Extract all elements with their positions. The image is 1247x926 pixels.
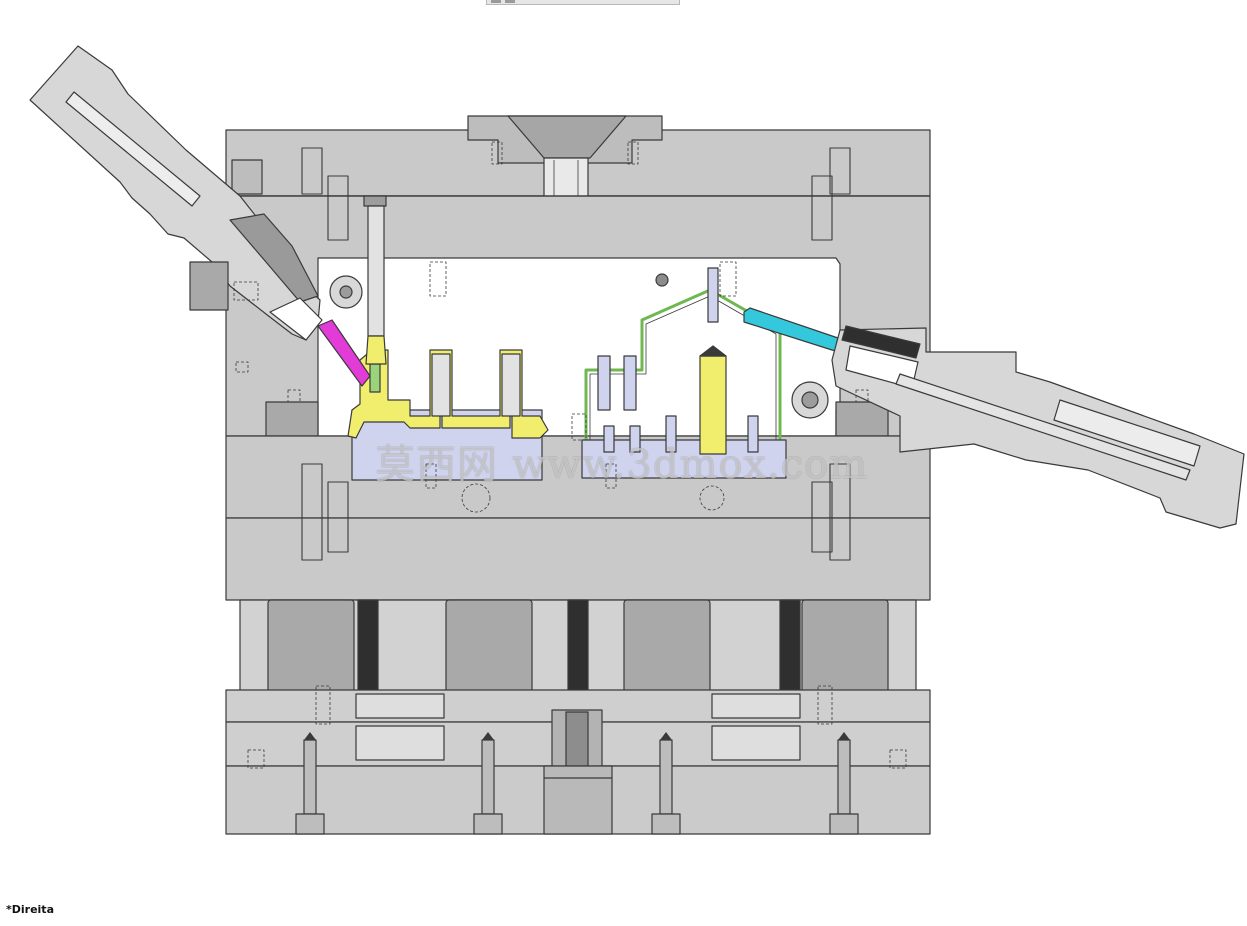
toolbar-icon[interactable] [505, 0, 515, 3]
view-toolbar[interactable] [486, 0, 680, 5]
heel-block-left [189, 261, 229, 311]
slide-core-left [317, 319, 371, 387]
sprue-bushing-funnel [507, 115, 627, 159]
return-pin [779, 599, 801, 691]
view-orientation-label: *Direita [6, 903, 54, 916]
hole [655, 273, 669, 287]
wedge-block-left [265, 401, 319, 437]
ejector-bushing [543, 765, 613, 835]
ejector-plate-slot [355, 725, 445, 761]
sprue-puller-pin [367, 205, 385, 337]
angle-pin-right [895, 373, 1191, 481]
hidden-lines [233, 141, 907, 769]
support-plate [225, 517, 931, 601]
core-pin-center [699, 355, 727, 455]
return-pin [567, 599, 589, 691]
toolbar-icon[interactable] [491, 0, 501, 3]
angle-pin-left [65, 91, 201, 207]
sprue-puller-pin [363, 195, 387, 207]
core-plate [225, 435, 931, 519]
ejector-plate-slot [355, 693, 445, 719]
guide-pin [301, 147, 851, 561]
gate-insert [369, 363, 381, 393]
runner-yellow [365, 335, 387, 365]
core-pin [597, 267, 759, 453]
ejector-plate-slot [711, 725, 801, 761]
wedge-block-left-top [231, 159, 263, 195]
wedge-block-right [835, 401, 889, 437]
return-pin [357, 599, 379, 691]
slide-block-left [229, 213, 319, 303]
ejector-plate-slot [711, 693, 801, 719]
slide-block-right [841, 325, 921, 359]
